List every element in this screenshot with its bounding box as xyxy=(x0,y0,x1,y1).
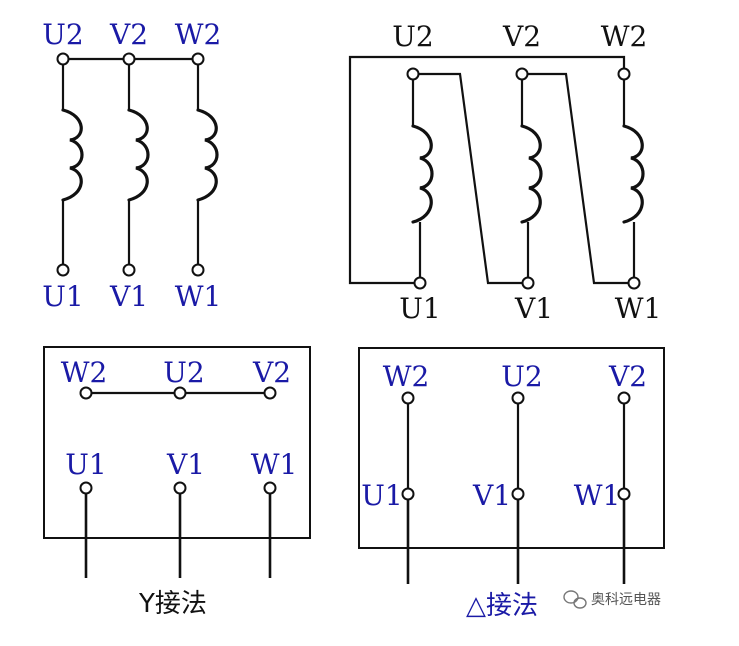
box-terminal-v1 xyxy=(173,481,187,495)
terminal-w2-delta xyxy=(617,67,631,81)
delta-box-terminal-w1 xyxy=(617,487,631,501)
box-terminal-u2 xyxy=(173,386,187,400)
label-u2: U2 xyxy=(42,18,83,51)
delta-box-label-w2: W2 xyxy=(383,360,430,393)
coil-w-delta xyxy=(622,74,645,283)
terminal-v2 xyxy=(122,52,136,66)
wechat-icon xyxy=(563,590,587,609)
terminal-v1 xyxy=(122,263,136,277)
label-v1: V1 xyxy=(109,280,148,313)
box-label-v2: V2 xyxy=(252,356,291,389)
label-u1-delta: U1 xyxy=(399,292,440,325)
terminal-u2 xyxy=(56,52,70,66)
star-terminal-box: W2 U2 V2 U1 V1 W1 Y接法 xyxy=(43,346,311,619)
delta-wire-v2-w1 xyxy=(522,72,634,285)
coil-u-delta xyxy=(411,74,434,283)
terminal-w2 xyxy=(191,52,205,66)
terminal-box-frame xyxy=(43,346,311,539)
terminal-u1 xyxy=(56,263,70,277)
delta-winding-panel: U2 V2 W2 U1 V1 W1 xyxy=(348,20,662,325)
terminal-u2-delta xyxy=(406,67,420,81)
coil-w-star xyxy=(196,59,219,268)
label-w2-delta: W2 xyxy=(601,20,648,53)
box-label-w1: W1 xyxy=(251,448,298,481)
delta-box-label-v2: V2 xyxy=(608,360,647,393)
terminal-w1 xyxy=(191,263,205,277)
delta-caption: △接法 xyxy=(466,591,538,621)
delta-terminal-box: W2 U2 V2 U1 V1 W1 △接法 xyxy=(358,347,665,621)
coil-v-star xyxy=(127,59,150,268)
label-u1: U1 xyxy=(42,280,83,313)
terminal-v2-delta xyxy=(515,67,529,81)
label-v2: V2 xyxy=(109,18,148,51)
terminal-v1-delta xyxy=(521,276,535,290)
watermark-text: 奥科远电器 xyxy=(591,591,661,608)
box-terminal-u1 xyxy=(79,481,93,495)
label-v2-delta: V2 xyxy=(502,20,541,53)
delta-box-terminal-w2 xyxy=(401,391,415,405)
box-label-w2: W2 xyxy=(61,356,108,389)
star-winding-panel: U2 V2 W2 U1 V1 W1 xyxy=(42,18,221,313)
label-v1-delta: V1 xyxy=(514,292,553,325)
delta-loop-wire-w2-u1 xyxy=(348,55,626,285)
delta-box-label-w1: W1 xyxy=(574,479,621,512)
star-caption: Y接法 xyxy=(138,589,207,619)
box-label-u1: U1 xyxy=(65,448,106,481)
delta-box-terminal-v1 xyxy=(511,487,525,501)
box-terminal-w2 xyxy=(79,386,93,400)
box-terminal-w1 xyxy=(263,481,277,495)
coil-v-delta xyxy=(520,74,543,283)
delta-box-terminal-u1 xyxy=(401,487,415,501)
label-u2-delta: U2 xyxy=(392,20,433,53)
label-w1: W1 xyxy=(175,280,222,313)
box-label-v1: V1 xyxy=(166,448,205,481)
box-label-u2: U2 xyxy=(163,356,204,389)
box-terminal-v2 xyxy=(263,386,277,400)
label-w1-delta: W1 xyxy=(615,292,662,325)
coil-u-star xyxy=(61,59,84,268)
terminal-w1-delta xyxy=(627,276,641,290)
label-w2: W2 xyxy=(175,18,222,51)
delta-box-terminal-v2 xyxy=(617,391,631,405)
delta-box-label-u1: U1 xyxy=(361,479,402,512)
delta-box-label-v1: V1 xyxy=(472,479,511,512)
delta-box-terminal-u2 xyxy=(511,391,525,405)
watermark: 奥科远电器 xyxy=(563,590,661,609)
delta-box-label-u2: U2 xyxy=(501,360,542,393)
delta-wire-u2-v1 xyxy=(413,72,528,285)
terminal-u1-delta xyxy=(413,276,427,290)
terminal-box-frame-delta xyxy=(358,347,665,549)
